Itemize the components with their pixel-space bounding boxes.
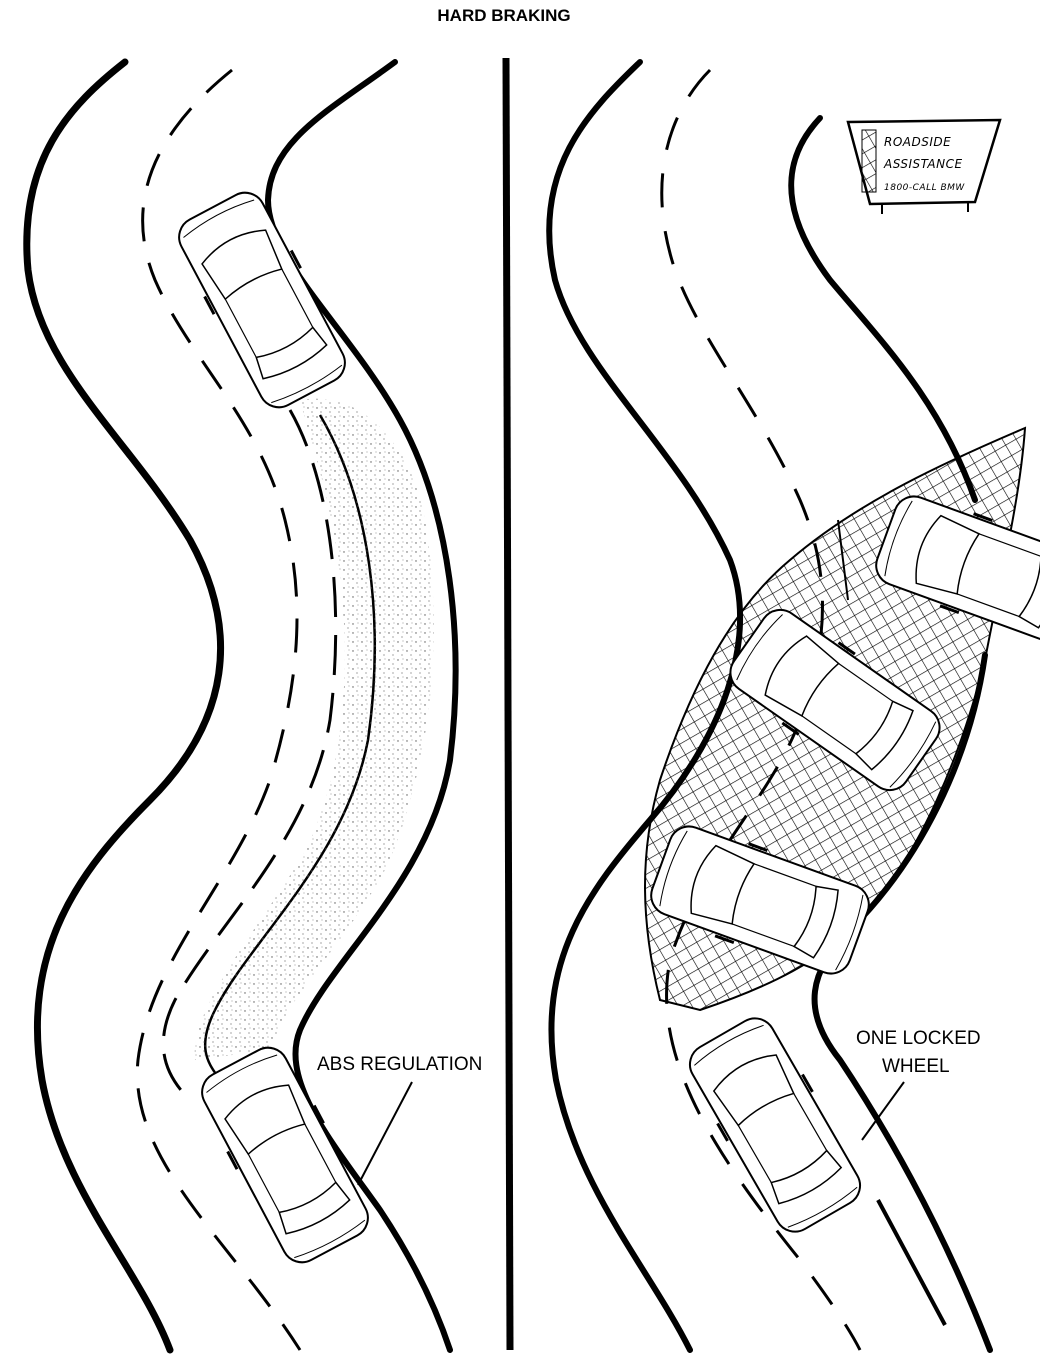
roadside-assistance-sign: ROADSIDE ASSISTANCE 1800-CALL BMW [846, 118, 1002, 214]
locked-wheel-skid-mark [876, 1199, 947, 1326]
left-road-outer-edge [23, 58, 225, 1354]
one-locked-wheel-label-line1: ONE LOCKED [856, 1028, 981, 1049]
right-road-inner-edge-lower [811, 652, 993, 1353]
abs-regulation-leader [357, 1081, 413, 1186]
left-lane-line-outer [161, 409, 338, 1102]
sign-line-1: ROADSIDE [884, 135, 951, 149]
sign-line-2: ASSISTANCE [883, 157, 963, 171]
car-right-bottom [678, 1008, 872, 1242]
left-center-dashes [135, 68, 302, 1351]
panel-divider [502, 57, 514, 1351]
left-road-inner-edge [264, 59, 459, 1353]
abs-braking-path [194, 398, 434, 1061]
sign-line-3: 1800-CALL BMW [884, 183, 965, 193]
right-road-inner-edge [788, 115, 978, 503]
left-panel: ABS REGULATION [23, 58, 482, 1354]
abs-regulation-label: ABS REGULATION [317, 1054, 482, 1075]
diagram-title: HARD BRAKING [437, 6, 570, 25]
one-locked-wheel-label-line2: WHEEL [882, 1056, 950, 1077]
one-locked-wheel-leader [861, 1081, 905, 1141]
skid-reference-line [837, 519, 849, 601]
right-panel: ROADSIDE ASSISTANCE 1800-CALL BMW ONE LO… [546, 59, 1040, 1353]
car-left-top [167, 182, 357, 418]
sign-stripe-icon [861, 129, 877, 193]
